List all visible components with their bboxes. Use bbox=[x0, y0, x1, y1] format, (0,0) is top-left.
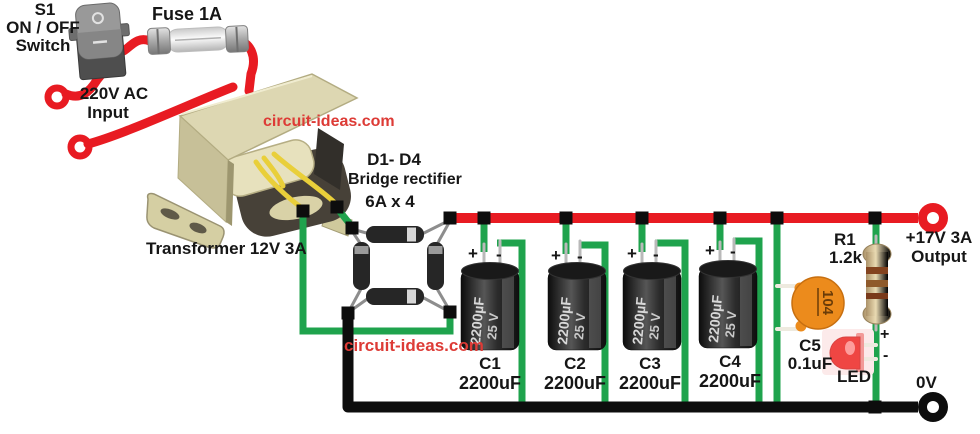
capacitor-c1-illustration: 2200µF 25 V bbox=[460, 239, 520, 351]
c2-name-label: C2 bbox=[564, 354, 586, 373]
transformer-label: Transformer 12V 3A bbox=[146, 239, 307, 258]
c2-plus-mark: + bbox=[551, 246, 561, 265]
bridge-label-line3: 6A x 4 bbox=[365, 192, 415, 211]
bridge-label-line2: Bridge rectifier bbox=[348, 171, 462, 188]
switch-onoff-label: ON / OFF bbox=[6, 18, 80, 37]
led-label: LED bbox=[837, 367, 871, 386]
c3-negative-wire bbox=[655, 239, 689, 407]
secondary-wire-2 bbox=[271, 151, 339, 207]
resistor-r1-illustration bbox=[862, 234, 892, 332]
c3-value-label: 2200uF bbox=[618, 373, 682, 393]
cap-body-text: 2200µF bbox=[554, 296, 574, 345]
ground-bus-wire bbox=[342, 318, 918, 413]
bridge-label-line1: D1- D4 bbox=[367, 150, 421, 169]
c2-negative-wire bbox=[579, 241, 609, 407]
transformer-illustration bbox=[146, 73, 359, 249]
ac-input-label-line2: Input bbox=[87, 103, 129, 122]
c2-minus-mark: - bbox=[577, 247, 583, 266]
c5-value-label: 0.1uF bbox=[787, 354, 833, 373]
capacitor-c3-illustration: 2200µF 25 V bbox=[622, 239, 682, 351]
transformer-bracket bbox=[146, 192, 225, 249]
switch-ref-label: S1 bbox=[34, 0, 56, 19]
c2-value-label: 2200uF bbox=[543, 373, 607, 393]
r1-name-label: R1 bbox=[834, 230, 856, 249]
bridge-rectifier-illustration bbox=[347, 218, 452, 314]
c3-minus-mark: - bbox=[653, 245, 659, 264]
junction-nodes bbox=[296, 200, 882, 414]
ac-input-label-line1: 220V AC bbox=[79, 84, 149, 103]
cap-body-text: 25 V bbox=[571, 312, 588, 340]
watermark-text: circuit-ideas.com bbox=[263, 113, 395, 130]
cap-body-text: 25 V bbox=[722, 310, 739, 338]
secondary-wire-3 bbox=[261, 155, 286, 189]
fuse-illustration bbox=[147, 25, 249, 55]
c4-name-label: C4 bbox=[719, 352, 741, 371]
led-illustration bbox=[822, 329, 878, 375]
output-label-line2: Output bbox=[911, 247, 967, 266]
c1-value-label: 2200uF bbox=[458, 373, 522, 393]
c4-negative-wire bbox=[733, 237, 763, 407]
c4-plus-mark: + bbox=[705, 241, 715, 260]
ac-live-wire bbox=[61, 65, 110, 101]
r1-value-label: 1.2k bbox=[829, 248, 863, 267]
watermark-text: circuit-ideas.com bbox=[344, 336, 484, 355]
rocker-switch-illustration bbox=[68, 2, 130, 81]
cap-body-text: 25 V bbox=[484, 312, 501, 340]
switch-label: Switch bbox=[15, 36, 71, 55]
switch-on-mark bbox=[92, 40, 108, 44]
ac-input-terminal-live bbox=[44, 84, 70, 110]
secondary-return-wire bbox=[299, 212, 454, 335]
capacitor-c2-illustration: 2200µF 25 V bbox=[547, 239, 607, 351]
cap-body-text: 2200µF bbox=[629, 296, 649, 345]
led-minus-mark: - bbox=[883, 347, 889, 364]
led-plus-mark: + bbox=[880, 326, 890, 343]
switch-off-mark bbox=[91, 12, 104, 25]
c1-name-label: C1 bbox=[479, 354, 501, 373]
c3-plus-mark: + bbox=[627, 244, 637, 263]
c1-minus-mark: - bbox=[496, 245, 502, 264]
cap-body-text: 2200µF bbox=[467, 296, 487, 345]
output-terminals bbox=[918, 203, 948, 422]
ceramic-capacitor-c5-illustration: 104 bbox=[775, 276, 845, 332]
ac-neutral-wire bbox=[83, 82, 238, 149]
capacitor-c4-illustration: 2200µF 25 V bbox=[698, 237, 758, 349]
ground-label: 0V bbox=[916, 373, 937, 392]
c4-value-label: 2200uF bbox=[698, 371, 762, 391]
output-label-line1: +17V 3A bbox=[905, 228, 973, 247]
ac-input-terminal-neutral bbox=[67, 134, 93, 160]
cap-body-text: 2200µF bbox=[705, 294, 725, 343]
c5-name-label: C5 bbox=[799, 336, 821, 355]
c1-plus-mark: + bbox=[468, 244, 478, 263]
c3-name-label: C3 bbox=[639, 354, 661, 373]
fuse-label: Fuse 1A bbox=[152, 4, 223, 24]
c4-minus-mark: - bbox=[730, 242, 736, 261]
c1-negative-wire bbox=[497, 239, 526, 407]
c5-code-text: 104 bbox=[819, 290, 836, 316]
cap-body-text: 25 V bbox=[646, 312, 663, 340]
